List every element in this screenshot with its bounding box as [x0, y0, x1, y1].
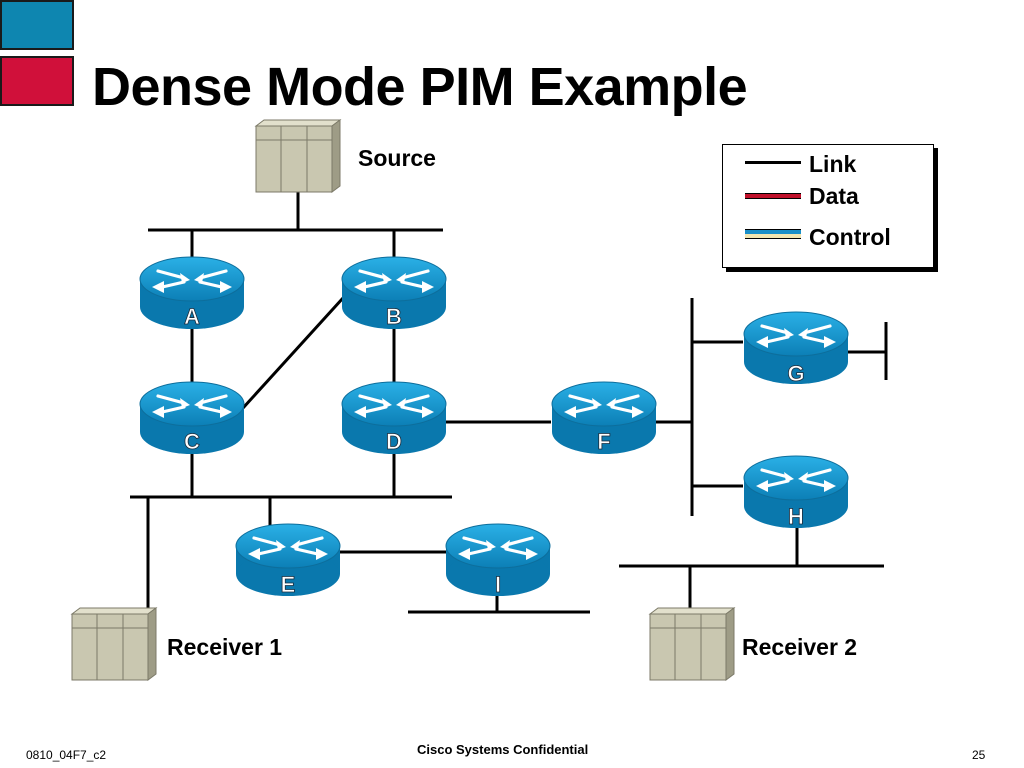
router-b-label: B — [386, 304, 402, 329]
legend-control-label: Control — [809, 224, 891, 250]
receiver1-label: Receiver 1 — [167, 634, 283, 660]
router-h-label: H — [788, 504, 804, 529]
footer-confidential: Cisco Systems Confidential — [417, 742, 589, 757]
legend-link-label: Link — [809, 151, 857, 177]
legend-link-line — [745, 161, 801, 164]
legend-control-line — [745, 229, 801, 239]
source-label: Source — [358, 145, 436, 171]
router-g-label: G — [787, 361, 804, 386]
router-d-label: D — [386, 429, 402, 454]
link-lines — [130, 192, 888, 614]
legend-data-label: Data — [809, 183, 859, 209]
corner-square-top — [0, 0, 74, 50]
receiver2-label: Receiver 2 — [742, 634, 858, 660]
slide-title: Dense Mode PIM Example — [92, 57, 748, 117]
legend: Link Data Control — [722, 144, 934, 268]
router-e-label: E — [281, 572, 296, 597]
router-a-label: A — [184, 304, 200, 329]
legend-data-line — [745, 193, 801, 199]
source-server-icon — [255, 119, 341, 193]
router-c-label: C — [184, 429, 200, 454]
footer-code: 0810_04F7_c2 — [26, 748, 107, 762]
router-i-label: I — [495, 572, 501, 597]
router-f-label: F — [597, 429, 610, 454]
page-number: 25 — [972, 748, 986, 762]
corner-square-bottom — [0, 56, 74, 106]
receiver1-server-icon — [71, 607, 157, 681]
receiver2-server-icon — [649, 607, 735, 681]
